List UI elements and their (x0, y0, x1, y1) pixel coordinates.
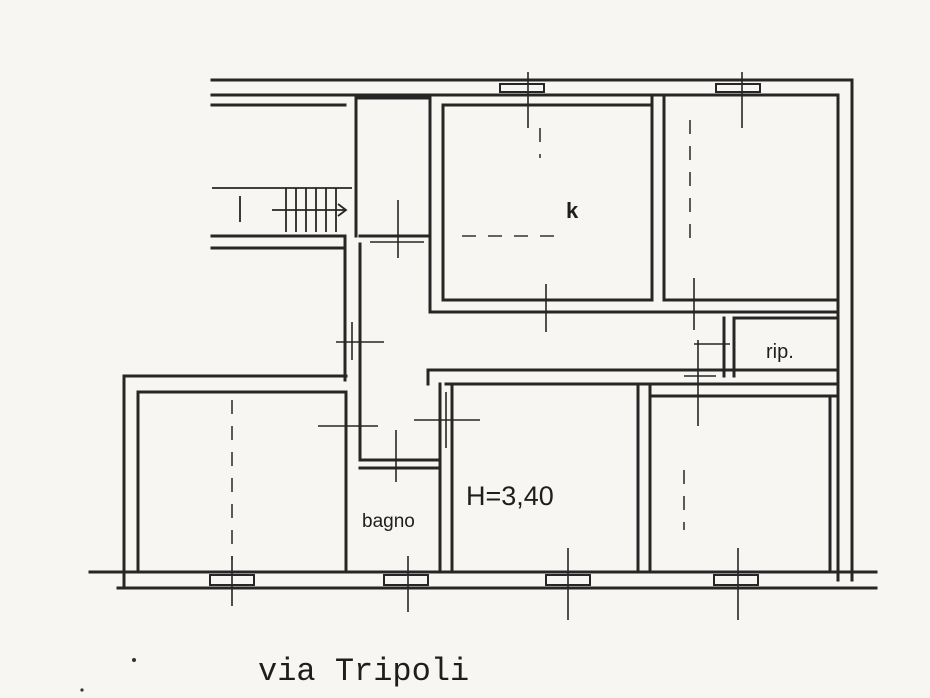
interior-walls (210, 93, 840, 574)
bathroom-label: bagno (362, 511, 415, 532)
street-name: via Tripoli (258, 653, 469, 690)
kitchen-label: k (566, 198, 579, 223)
opening-axis-marks (231, 72, 743, 620)
dashed-lines (231, 120, 691, 560)
ceiling-height-label: H=3,40 (466, 481, 554, 511)
storage-label: rip. (766, 341, 794, 363)
stray-dot (80, 688, 84, 692)
exterior-walls (88, 78, 878, 590)
stray-dot (132, 658, 136, 662)
staircase (212, 187, 352, 232)
